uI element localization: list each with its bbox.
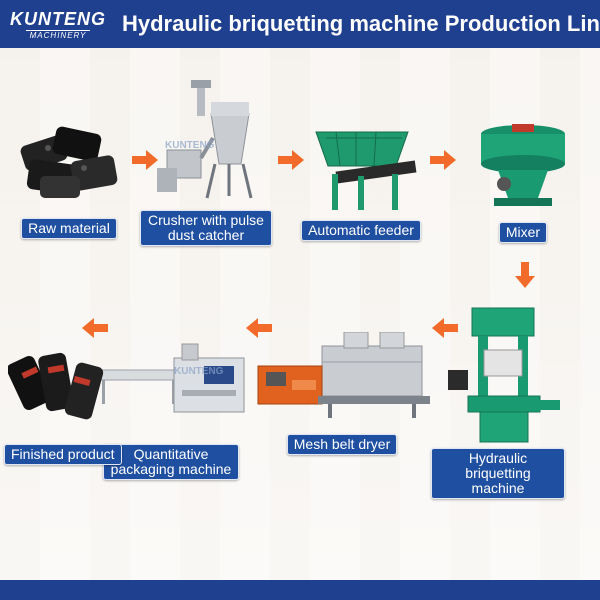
step-label: Finished product — [4, 444, 122, 465]
logo-subtitle: MACHINERY — [25, 29, 91, 40]
header-bar: KUNTENG MACHINERY Hydraulic briquetting … — [0, 0, 600, 48]
kunteng-logo: KUNTENG MACHINERY — [10, 9, 106, 40]
step-label: Quantitative packaging machine — [103, 444, 239, 480]
arrow-right-icon — [278, 150, 304, 170]
logo-wordmark: KUNTENG — [10, 8, 106, 29]
footer-bar — [0, 580, 600, 600]
step-label: Mixer — [498, 222, 548, 243]
step-quantitative-packaging: KUNTENG Quantitative packaging machine — [96, 340, 246, 480]
automatic-feeder-image — [296, 118, 426, 214]
step-mixer: Mixer — [468, 118, 578, 243]
step-crusher: KUNTENG Crusher with pulse dust catcher — [140, 78, 272, 246]
arrow-right-icon — [430, 150, 456, 170]
step-raw-material: Raw material — [14, 118, 124, 239]
arrow-right-icon — [132, 150, 158, 170]
mixer-image — [468, 118, 578, 218]
step-label: Crusher with pulse dust catcher — [140, 210, 272, 246]
step-label: Mesh belt dryer — [286, 434, 398, 455]
step-label: Raw material — [21, 218, 117, 239]
crusher-image: KUNTENG — [141, 78, 271, 210]
quantitative-packaging-image: KUNTENG — [96, 340, 246, 420]
hydraulic-briquetting-image — [428, 300, 568, 448]
mesh-belt-dryer-image — [252, 331, 432, 420]
page-title: Hydraulic briquetting machine Production… — [122, 11, 600, 36]
svg-text:KUNTENG: KUNTENG — [165, 140, 215, 151]
step-finished-product: Finished product — [4, 340, 122, 465]
raw-material-image — [14, 118, 124, 208]
step-automatic-feeder: Automatic feeder — [296, 118, 426, 241]
step-hydraulic-briquetting: Hydraulic briquetting machine — [428, 300, 568, 499]
step-label: Automatic feeder — [301, 220, 421, 241]
step-mesh-belt-dryer: Mesh belt dryer — [252, 331, 432, 455]
svg-text:KUNTENG: KUNTENG — [174, 366, 224, 377]
step-label: Hydraulic briquetting machine — [431, 448, 565, 499]
finished-product-image — [6, 340, 118, 430]
